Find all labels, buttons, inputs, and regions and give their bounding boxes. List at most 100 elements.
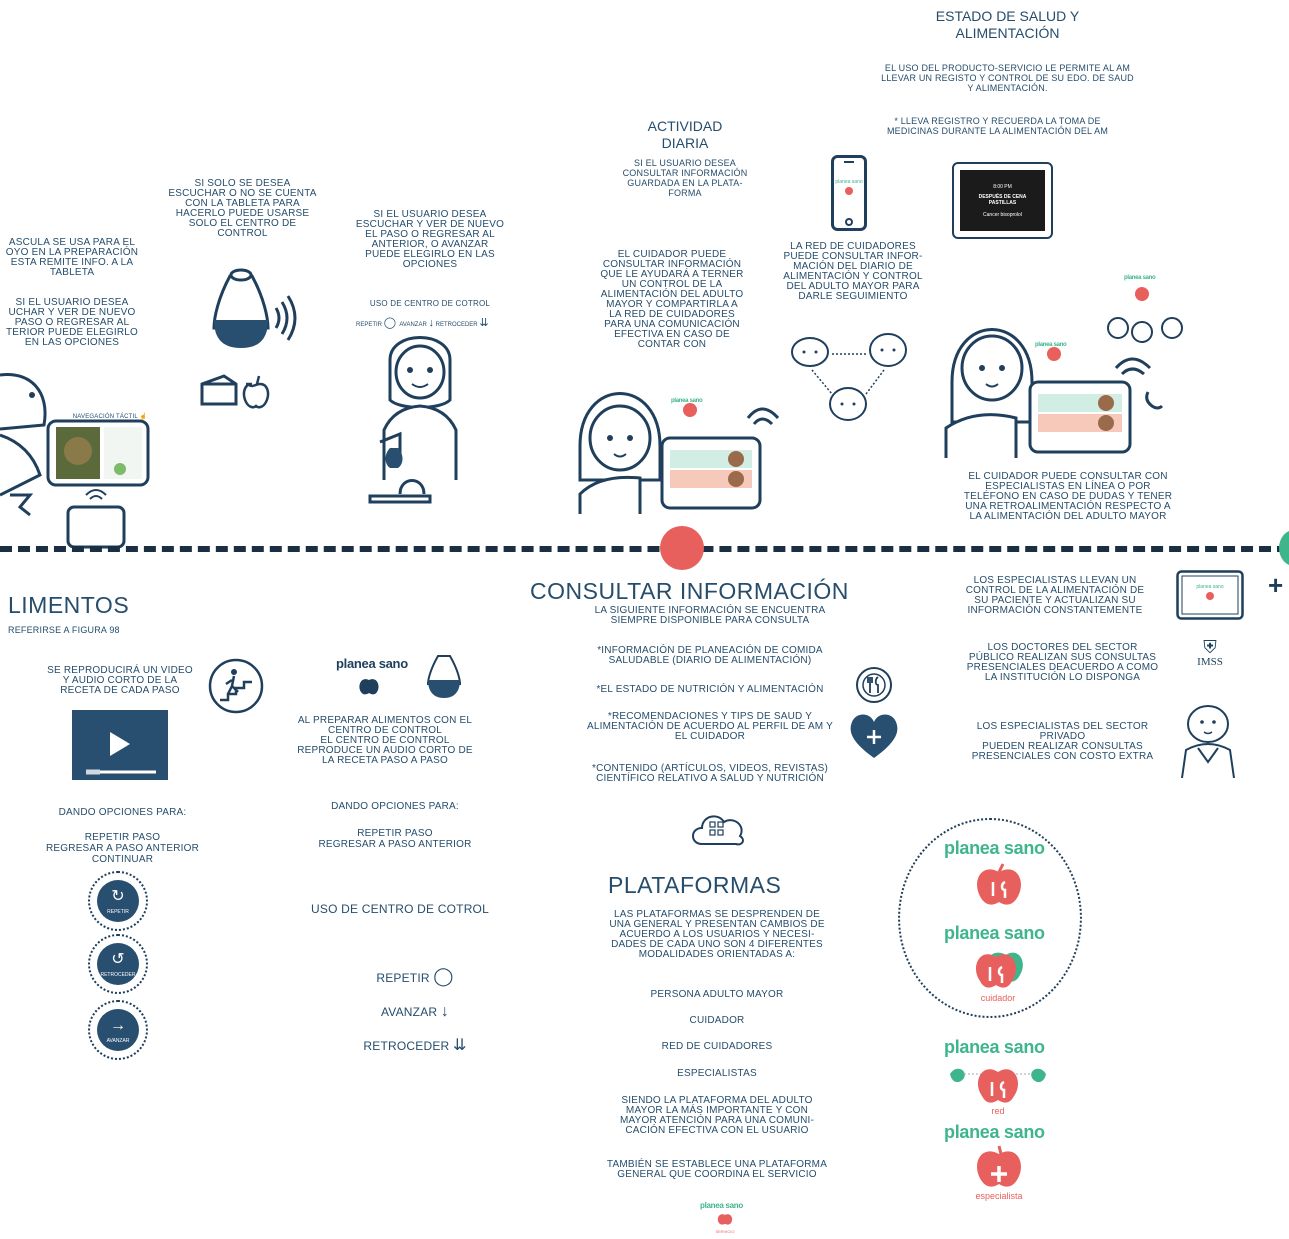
cheese-apple-icon	[200, 374, 270, 409]
uso-centro-small: USO DE CENTRO DE COTROL	[369, 299, 491, 308]
servicio-brand-logo: planea sano	[700, 1201, 743, 1210]
brand-red-apple-icon	[950, 1068, 1046, 1103]
video-player[interactable]	[72, 710, 168, 780]
video-text: SE REPRODUCIRÁ UN VIDEO Y AUDIO CORTO DE…	[47, 665, 193, 696]
alimentos-title: LIMENTOS	[8, 592, 130, 618]
estado-note: * LLEVA REGISTRO Y RECUERDA LA TOMA DE M…	[886, 116, 1109, 136]
left-usuario-text: SI EL USUARIO DESEA UCHAR Y VER DE NUEVO…	[5, 297, 138, 348]
timeline-dashed-line	[0, 546, 1289, 552]
brand-am-apple-icon	[977, 863, 1021, 905]
opciones-list-left: REPETIR PASO REGRESAR A PASO ANTERIOR CO…	[46, 832, 199, 865]
plataformas-intro: LAS PLATAFORMAS SE DESPRENDEN DE UNA GEN…	[609, 909, 825, 960]
cuidador-brand-logo: planea sano	[671, 398, 703, 404]
alimentos-ref: REFERIRSE A FIGURA 98	[8, 625, 120, 635]
actividad-text: SI EL USUARIO DESEA CONSULTAR INFORMACIÓ…	[622, 158, 748, 198]
plataformas-title: PLATAFORMAS	[608, 872, 782, 898]
svg-text:planea sano: planea sano	[835, 179, 862, 185]
arrow-right-icon: →	[110, 1017, 126, 1034]
bascula-text: ASCULA SE USA PARA EL OYO EN LA PREPARAC…	[5, 237, 139, 278]
control-center-icon	[212, 268, 297, 348]
brand-especialista: planea sano	[944, 1122, 1045, 1142]
estado-title: ESTADO DE SALUD Y ALIMENTACIÓN	[935, 8, 1080, 41]
especialistas-text-1: LOS ESPECIALISTAS LLEVAN UN CONTROL DE L…	[965, 575, 1145, 616]
undo-icon: ↺	[111, 951, 125, 968]
timeline-red-marker	[660, 526, 704, 570]
brand-red-label: red	[991, 1106, 1005, 1116]
medicine-card-title: DESPUÉS DE CENA PASTILLAS	[978, 194, 1027, 206]
svg-text:planea sano: planea sano	[1196, 584, 1223, 590]
phone-icon: planea sano	[831, 155, 867, 231]
consultar-item-3: *RECOMENDACIONES Y TIPS DE SAUD Y ALIMEN…	[586, 711, 834, 742]
repetir-button[interactable]: ↻REPETIR	[88, 871, 148, 931]
brand-cuidador-apple-icon	[975, 952, 1023, 988]
control-avanzar: AVANZAR ↓	[380, 1003, 450, 1020]
brand-cuidador-label: cuidador	[980, 993, 1016, 1003]
preparar-text: AL PREPARAR ALIMENTOS CON EL CENTRO DE C…	[297, 715, 473, 766]
uso-centro-title: USO DE CENTRO DE COTROL	[311, 902, 489, 916]
control-center-small-icon	[426, 655, 462, 698]
touch-icon: ☝	[139, 414, 148, 420]
left-person-illustration	[0, 373, 150, 549]
small-down-arrow-icon: ↓	[428, 317, 434, 329]
repeat-circle-icon: ◯	[433, 966, 454, 986]
actividad-title: ACTIVIDAD DIARIA	[647, 118, 723, 151]
small-retroceder: RETROCEDER	[435, 322, 478, 328]
imss-emblem-icon: ⛨	[1203, 637, 1217, 657]
double-down-arrow-icon: ⇊	[452, 1037, 467, 1054]
consultar-item-2: *EL ESTADO DE NUTRICIÓN Y ALIMENTACIÓN	[596, 684, 824, 695]
solo-escuchar-text: SI SOLO SE DESEA ESCUCHAR O NO SE CUENTA…	[168, 178, 317, 239]
medicine-tablet: 8:00 PM DESPUÉS DE CENA PASTILLAS Cancer…	[952, 162, 1053, 239]
heart-plus-icon	[850, 714, 898, 758]
plus-sign: +	[1268, 570, 1284, 600]
small-repetir: REPETIR	[356, 322, 383, 328]
small-double-down-icon: ⇊	[479, 317, 489, 329]
opciones-title-left: DANDO OPCIONES PARA:	[58, 807, 187, 818]
modalidad-1: PERSONA ADULTO MAYOR	[650, 989, 784, 1000]
retroceder-button[interactable]: ↺RETROCEDER	[88, 934, 148, 994]
phone-time: 8:00 PM	[993, 184, 1012, 190]
control-repetir: REPETIR ◯	[376, 966, 454, 986]
opciones-title-mid: DANDO OPCIONES PARA:	[331, 801, 459, 812]
planea-sano-logo: planea sano	[336, 656, 408, 671]
brand-especialista-label: especialista	[975, 1191, 1023, 1201]
consultar-item-4: *CONTENIDO (ARTÍCULOS, VIDEOS, REVISTAS)…	[592, 763, 828, 784]
brand-red: planea sano	[944, 1037, 1045, 1057]
top-brand-logo: planea sano	[1124, 275, 1156, 281]
estado-text: EL USO DEL PRODUCTO-SERVICIO LE PERMITE …	[881, 63, 1134, 93]
repeat-icon: ↻	[111, 888, 125, 905]
play-icon	[110, 732, 130, 756]
plataformas-closing-2: TAMBIÉN SE ESTABLECE UNA PLATAFORMA GENE…	[606, 1159, 828, 1180]
stairs-icon	[208, 658, 264, 714]
especialistas-text-2: LOS DOCTORES DEL SECTOR PÚBLICO REALIZAN…	[966, 642, 1159, 683]
avanzar-button[interactable]: →AVANZAR	[88, 1000, 148, 1060]
servicio-label: SERVICIO	[715, 1229, 735, 1234]
consultar-title: CONSULTAR INFORMACIÓN	[530, 578, 849, 604]
small-avanzar: AVANZAR	[399, 322, 427, 328]
consultar-subtitle: LA SIGUIENTE INFORMACIÓN SE ENCUENTRA SI…	[594, 605, 826, 626]
servicio-apple-icon	[717, 1214, 733, 1225]
modalidad-4: ESPECIALISTAS	[677, 1068, 757, 1079]
doctor-illustration	[1181, 705, 1235, 779]
planea-apple-icon	[359, 679, 379, 695]
red-network-diagram	[791, 333, 907, 421]
brand-especialista-apple-icon	[977, 1145, 1021, 1187]
opciones-list-mid: REPETIR PASO REGRESAR A PASO ANTERIOR	[318, 828, 472, 850]
user-person-illustration	[368, 336, 458, 504]
brand-cuidador: planea sano	[944, 923, 1045, 943]
navegacion-tactil: NAVEGACIÓN TÁCTIL ☝	[72, 414, 148, 420]
modalidad-2: CUIDADOR	[689, 1015, 745, 1026]
cuidador-illustration	[578, 392, 780, 514]
plataformas-closing-1: SIENDO LA PLATAFORMA DEL ADULTO MAYOR LA…	[620, 1095, 814, 1136]
especialista-brand-logo: planea sano	[1035, 342, 1067, 348]
especialistas-consulta-text: EL CUIDADOR PUEDE CONSULTAR CON ESPECIAL…	[963, 471, 1173, 522]
control-retroceder: RETROCEDER ⇊	[363, 1037, 467, 1054]
especialistas-text-3: LOS ESPECIALISTAS DEL SECTOR PRIVADO PUE…	[971, 721, 1154, 762]
imss-logo: ⛨ IMSS	[1192, 638, 1228, 668]
down-arrow-icon: ↓	[440, 1003, 450, 1020]
modalidad-3: RED DE CUIDADORES	[661, 1041, 773, 1052]
specialist-tablet-icon: planea sano	[1176, 570, 1244, 620]
cloud-icon	[692, 815, 744, 846]
cuidador-consulta-text: EL CUIDADOR PUEDE CONSULTAR INFORMACIÓN …	[600, 249, 744, 350]
medicine-card-action: Cancer bisoprolol	[983, 212, 1022, 218]
red-cuidadores-text: LA RED DE CUIDADORES PUEDE CONSULTAR INF…	[783, 241, 923, 302]
